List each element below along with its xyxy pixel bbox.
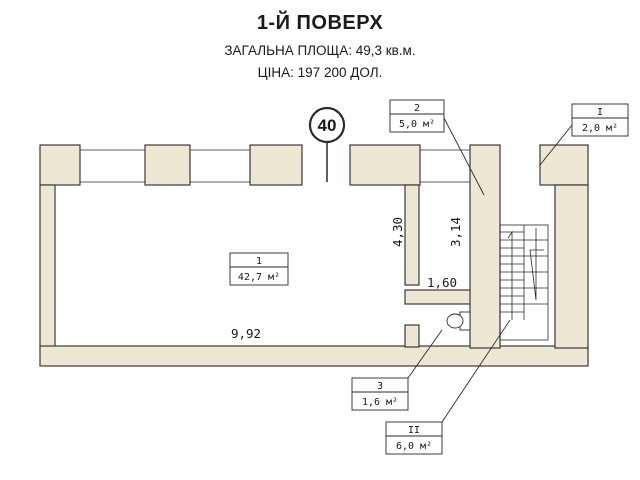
room-2-area: 5,0 м² [399,119,435,130]
room-label-3: 3 1,6 м² [351,377,409,411]
wall-pier [539,144,589,186]
building-number: 40 [318,116,337,135]
toilet-icon [446,311,471,331]
windows [80,149,470,183]
room-3-area: 1,6 м² [362,397,398,408]
room-1-area: 42,7 м² [238,272,280,283]
corridor-wall [469,144,501,349]
room-II-id: II [408,425,420,436]
dimension-height-1: 4,30 [390,217,405,247]
staircase [499,224,549,341]
partition-stub [404,324,420,348]
room-labels: 1 42,7 м² 2 5,0 м² I 2,0 м² 3 1,6 м² [229,99,629,455]
wall-pier [349,144,421,186]
room-I-area: 2,0 м² [582,123,618,134]
wall-pier [249,144,303,186]
dimension-width: 9,92 [231,326,261,341]
room-label-2: 2 5,0 м² [389,99,445,133]
room-II-area: 6,0 м² [396,441,432,452]
room-label-II: II 6,0 м² [385,421,443,455]
dimension-small: 1,60 [427,275,457,290]
right-wall [554,184,589,349]
building-number-badge: 40 [308,106,346,144]
room-label-1: 1 42,7 м² [229,252,289,286]
wall-pier [39,144,81,186]
room-1-id: 1 [256,256,262,267]
bottom-wall [39,345,589,367]
wall-pier [144,144,191,186]
room-3-id: 3 [377,381,383,392]
room-2-id: 2 [414,103,420,114]
floor-title: 1-Й ПОВЕРХ [256,12,384,34]
room-label-I: I 2,0 м² [571,103,629,137]
dimension-height-2: 3,14 [448,217,463,247]
partition-wall [404,184,420,286]
walls [39,144,589,367]
left-wall [39,184,56,349]
total-area-text: ЗАГАЛЬНА ПЛОЩА: 49,3 кв.м. [224,43,416,58]
room-I-id: I [597,107,603,118]
leader-lines [407,117,573,429]
price-text: ЦІНА: 197 200 ДОЛ. [257,65,383,80]
